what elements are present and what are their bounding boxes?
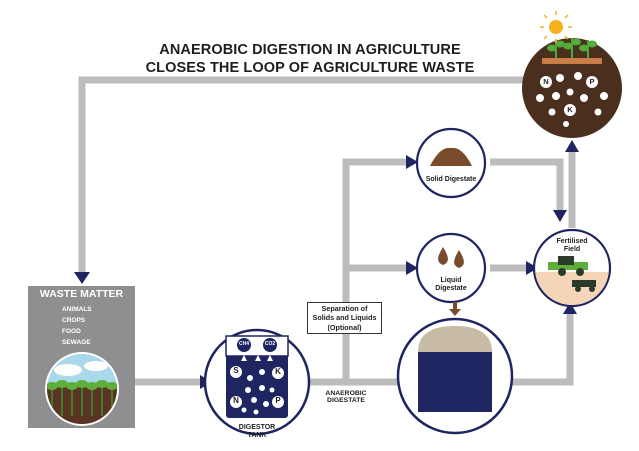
- arrow-solid-to-field: [553, 210, 567, 222]
- waste-item: CROPS: [62, 317, 86, 324]
- nutrient-n: N: [233, 396, 239, 405]
- digestor-tank: [203, 328, 311, 436]
- return-pipe: [78, 76, 527, 272]
- arrow-to-waste: [74, 272, 90, 284]
- field-label-line2: Field: [563, 245, 581, 253]
- liquid-digestate-label: Liquid Digestate: [421, 277, 481, 292]
- waste-crops-image: [45, 352, 119, 426]
- flow-label-line2: DIGESTATE: [327, 397, 365, 405]
- fertilised-field-node: [532, 228, 612, 308]
- pipe-solid-field: [490, 158, 564, 212]
- arrow-to-solid: [406, 155, 418, 169]
- digestor-label-line1: DIGESTOR: [238, 424, 276, 431]
- waste-item: ANIMALS: [62, 306, 92, 313]
- diagram-title-line1: ANAEROBIC DIGESTION IN AGRICULTURE: [159, 42, 461, 58]
- nutrient-p: P: [275, 396, 281, 405]
- flow-pipes: [78, 76, 576, 386]
- storage-tank-label: STORAGE TANK: [425, 414, 485, 429]
- storage-label-line1: STORAGE: [437, 414, 473, 421]
- liquid-label-line1: Liquid: [440, 277, 462, 284]
- waste-item: SEWAGE: [62, 339, 91, 346]
- sun-icon: [540, 11, 572, 43]
- soil-nutrients-node: [522, 11, 622, 138]
- digestor-label-line2: TANK: [247, 431, 267, 439]
- separation-line3: (Optional): [327, 322, 362, 332]
- liquid-label-line2: Digestate: [435, 284, 467, 292]
- storage-label-line2: TANK: [445, 421, 465, 429]
- anaerobic-digestate-label: ANAEROBIC DIGESTATE: [314, 390, 378, 405]
- waste-source-list: ANIMALS CROPS FOOD SEWAGE: [62, 304, 92, 348]
- field-label-line1: Fertilised: [556, 238, 588, 245]
- pipe-storage-field: [510, 312, 574, 386]
- gas-co2: CO2: [264, 341, 276, 347]
- solid-digestate-node: [415, 127, 487, 199]
- nutrient-s: S: [233, 366, 239, 375]
- diagram-title-line2: CLOSES THE LOOP OF AGRICULTURE WASTE: [145, 60, 475, 76]
- arrow-field-to-soil: [565, 140, 579, 152]
- waste-matter-title: WASTE MATTER: [39, 288, 124, 300]
- soil-nutrient-n: N: [543, 77, 549, 86]
- separation-box: Separation of Solids and Liquids (Option…: [307, 302, 382, 334]
- arrow-liquid-to-field: [526, 261, 538, 275]
- separation-line2: Solids and Liquids: [312, 313, 377, 323]
- solid-digestate-label: Solid Digestate: [425, 176, 477, 183]
- pipe-riser: [342, 158, 408, 382]
- fertilised-field-label: Fertilised Field: [545, 238, 599, 253]
- separation-line1: Separation of: [321, 303, 368, 313]
- storage-tank: [396, 317, 514, 435]
- soil-nutrient-p: P: [589, 77, 595, 86]
- nutrient-k: K: [275, 367, 281, 376]
- arrow-storage-to-field: [563, 302, 577, 314]
- flow-label-line1: ANAEROBIC: [325, 390, 367, 397]
- digestor-label: DIGESTOR TANK: [232, 424, 282, 439]
- arrow-to-liquid: [406, 261, 418, 275]
- gas-ch4: CH4: [238, 341, 249, 347]
- soil-pile: [430, 147, 472, 166]
- soil-nutrient-k: K: [567, 105, 573, 114]
- liquid-digestate-node: [415, 232, 487, 316]
- waste-item: FOOD: [62, 328, 81, 335]
